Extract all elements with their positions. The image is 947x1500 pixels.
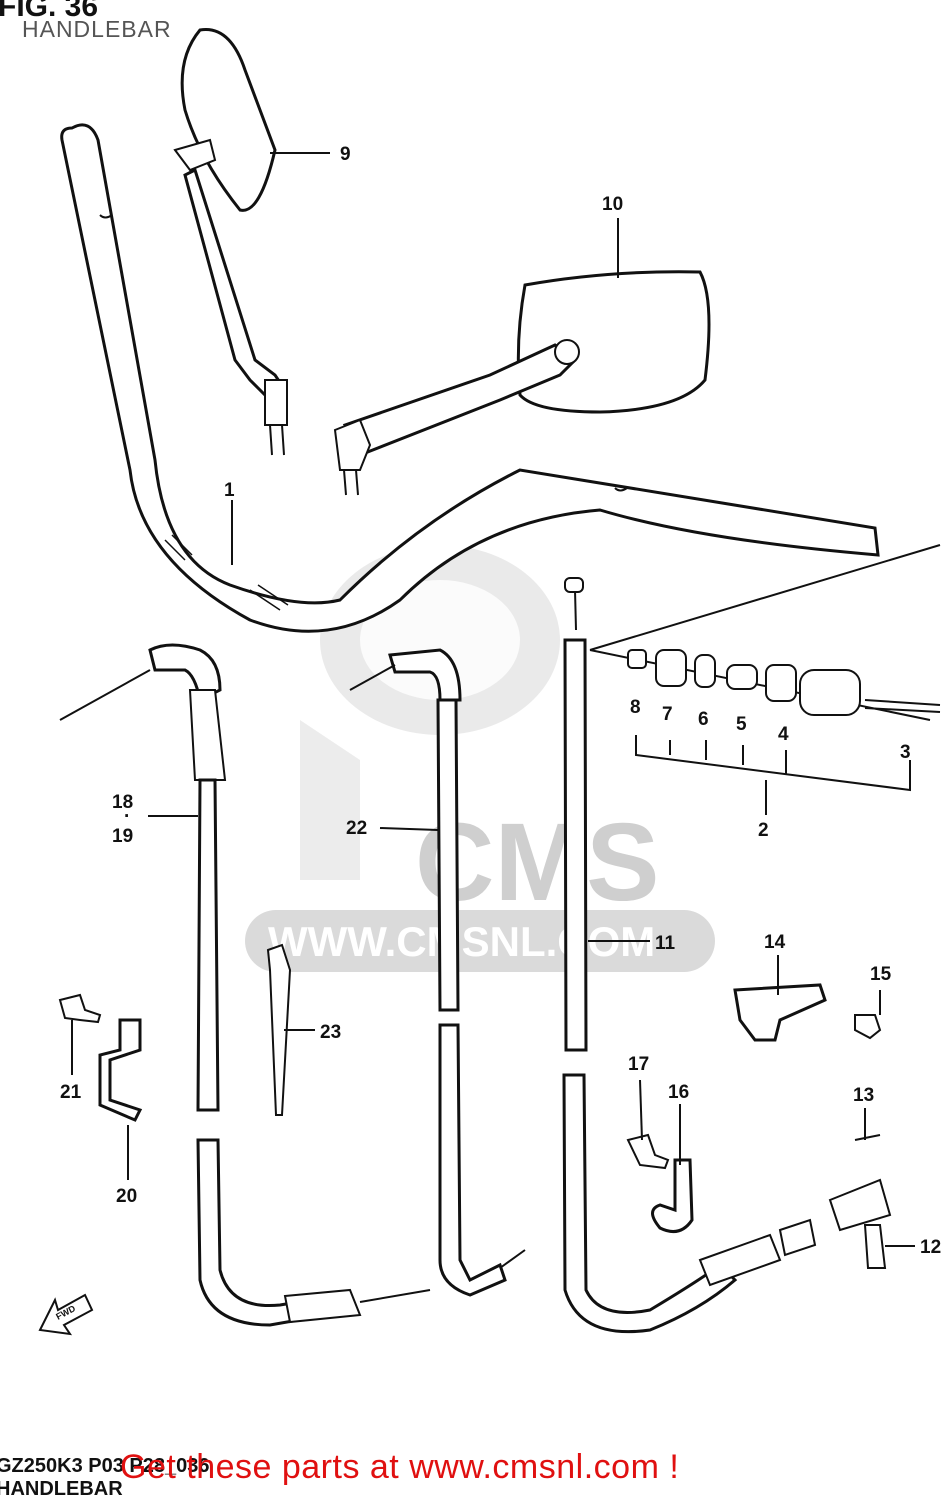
shop-link[interactable]: Get these parts at www.cmsnl.com !	[120, 1448, 680, 1486]
callout-21: 21	[60, 1082, 82, 1103]
callout-6: 6	[698, 709, 709, 730]
callout-labels: 1 2 3 4 5 6 7 8 9 10 11 12 13 14 15 16 1…	[60, 144, 941, 1258]
callout-14: 14	[764, 932, 786, 953]
left-mirror-part	[173, 28, 288, 456]
callout-12: 12	[920, 1237, 941, 1258]
small-hardware-parts	[58, 943, 887, 1269]
callout-5: 5	[736, 714, 747, 735]
callout-16: 16	[668, 1082, 689, 1103]
model-code: GZ250K3 P03 P28_036	[0, 1455, 210, 1477]
callout-19: 19	[112, 826, 133, 847]
callout-4: 4	[778, 724, 789, 745]
callout-1: 1	[224, 480, 235, 501]
callout-22: 22	[346, 818, 367, 839]
figure-number: FIG. 36	[0, 0, 99, 23]
callout-15: 15	[870, 964, 892, 985]
throttle-cable-parts	[59, 643, 526, 1327]
callout-10: 10	[602, 194, 623, 215]
leader-lines	[71, 152, 915, 1247]
callout-11: 11	[655, 933, 676, 954]
handlebar-part	[60, 123, 880, 633]
fwd-arrow-icon: FWD	[38, 1293, 94, 1336]
callout-3: 3	[900, 742, 911, 763]
callout-13: 13	[853, 1085, 874, 1106]
right-mirror-part	[333, 270, 711, 496]
callout-2: 2	[758, 820, 769, 841]
callout-18: 18	[112, 792, 133, 813]
model-title: HANDLEBAR	[0, 1478, 123, 1500]
callout-dot: ·	[124, 806, 130, 827]
figure-title: HANDLEBAR	[22, 16, 172, 42]
callout-23: 23	[320, 1022, 341, 1043]
callout-20: 20	[116, 1186, 137, 1207]
callout-7: 7	[662, 704, 673, 725]
callout-9: 9	[340, 144, 351, 165]
callout-8: 8	[630, 697, 641, 718]
balancer-assembly	[589, 544, 941, 815]
callout-17: 17	[628, 1054, 649, 1075]
clutch-cable-part	[562, 577, 892, 1334]
